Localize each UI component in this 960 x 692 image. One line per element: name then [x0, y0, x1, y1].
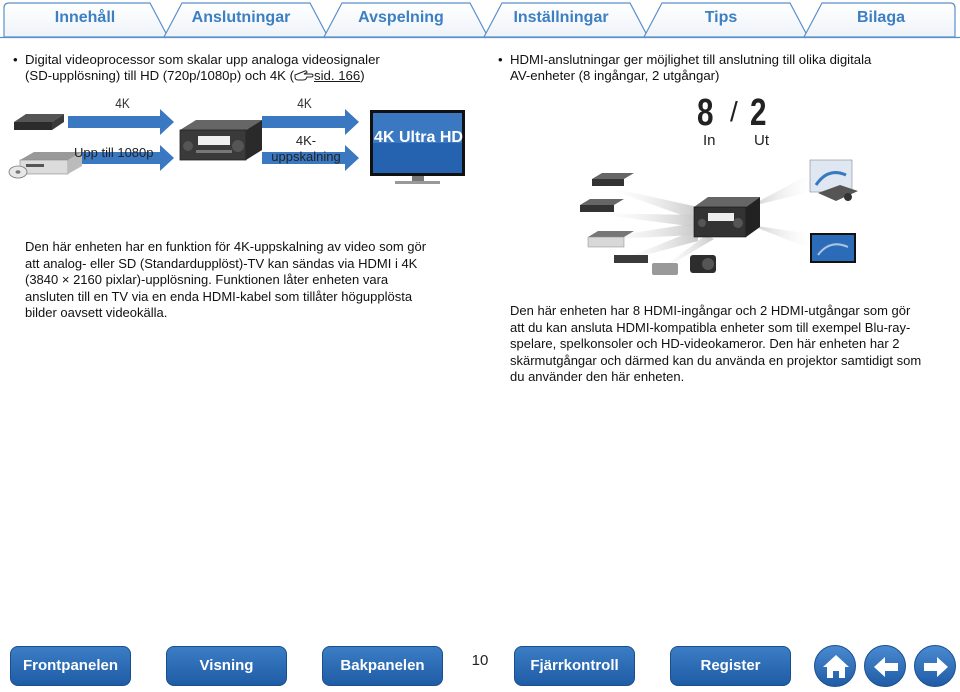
tab-shape-6 — [803, 2, 956, 38]
left-bullet-line1: Digital videoprocessor som skalar upp an… — [25, 52, 380, 67]
nav-fjarrkontroll-button[interactable]: Fjärrkontroll — [514, 646, 635, 686]
vcr-icon — [19, 152, 82, 175]
hdmi-in-label: In — [703, 132, 716, 149]
arrow-right-lower2 — [262, 145, 359, 171]
nav-frontpanelen-button[interactable]: Frontpanelen — [10, 646, 131, 686]
player-icon-2 — [580, 199, 624, 212]
tv-screen-icon — [810, 233, 856, 263]
tab-anslutningar[interactable]: Anslutningar — [191, 9, 291, 26]
right-paragraph-line: skärmutgångar och därmed kan du använda … — [510, 352, 922, 368]
arrow-right-lower — [78, 145, 174, 171]
upscale-1080p-label: Upp till 1080p — [74, 145, 154, 160]
left-bullet-line2-pre: (SD-upplösning) till HD (720p/1080p) och… — [25, 68, 295, 83]
left-paragraph-line: (3840 × 2160 pixlar)-upplösning. Funktio… — [25, 272, 389, 288]
hdmi-out-label: Ut — [754, 132, 769, 149]
player-icon-3 — [587, 231, 634, 248]
tab-bar: Innehåll Anslutningar Avspelning Inställ… — [0, 0, 960, 39]
left-paragraph-line: bilder oavsett videokälla. — [25, 305, 168, 321]
projector-icon — [818, 185, 858, 201]
page-reference-link[interactable]: sid. 166 — [314, 68, 361, 83]
center-receiver-icon — [693, 197, 760, 238]
tab-tips[interactable]: Tips — [704, 9, 738, 26]
hdmi-in-count: 8 — [697, 92, 714, 134]
player-icon-1 — [592, 173, 634, 186]
right-paragraph-line: Den här enheten har 8 HDMI-ingångar och … — [510, 303, 911, 318]
home-icon — [823, 655, 849, 678]
left-paragraph: Den här enheten har en funktion för 4K-u… — [25, 239, 465, 322]
disc-icon — [8, 165, 28, 179]
left-bullet: • Digital videoprocessor som skalar upp … — [13, 52, 465, 84]
hdmi-illustration — [580, 159, 858, 275]
bullet-dot: • — [13, 52, 18, 67]
left-bullet-line2-post: ) — [360, 68, 365, 83]
upscale-arrows — [68, 109, 359, 171]
hdmi-slash: / — [730, 96, 738, 127]
home-button[interactable] — [814, 645, 856, 687]
tab-installningar[interactable]: Inställningar — [513, 9, 609, 26]
upscaling-illustration — [8, 109, 465, 184]
left-bullet-line2: (SD-upplösning) till HD (720p/1080p) och… — [25, 68, 465, 84]
nav-bakpanelen-button[interactable]: Bakpanelen — [322, 646, 443, 686]
label-4k-b: 4K — [297, 95, 312, 111]
upscale-4k-line2: uppskalning — [271, 149, 341, 164]
hand-pointer-icon — [294, 69, 314, 81]
av-receiver-icon — [179, 120, 262, 161]
left-paragraph-line: Den här enheten har en funktion för 4K-u… — [25, 239, 427, 254]
label-4k-a: 4K — [115, 95, 130, 111]
hdmi-out-count: 2 — [750, 92, 767, 134]
next-page-button[interactable] — [914, 645, 956, 687]
arrow-left-icon — [874, 657, 898, 677]
right-bullet-line1: HDMI-anslutningar ger möjlighet till ans… — [510, 52, 872, 67]
arrow-right-upper — [68, 109, 174, 135]
left-paragraph-line: att analog- eller SD (Standardupplöst)-T… — [25, 255, 418, 271]
projector-screen-icon — [809, 159, 853, 193]
source-devices — [580, 173, 716, 275]
page-number: 10 — [471, 652, 489, 669]
player-icon-4 — [614, 255, 648, 263]
bluray-player-icon — [14, 114, 64, 130]
upscale-4k-line1: 4K- — [295, 133, 317, 148]
output-beams — [748, 175, 818, 250]
arrow-right-mid — [262, 109, 359, 135]
arrow-right-icon — [924, 657, 948, 677]
right-paragraph: Den här enheten har 8 HDMI-ingångar och … — [510, 303, 955, 386]
game-console-icon — [652, 263, 678, 275]
tab-bar-shapes — [0, 2, 960, 39]
bullet-dot: • — [498, 52, 503, 67]
output-devices — [809, 159, 858, 263]
nav-register-button[interactable]: Register — [670, 646, 791, 686]
right-paragraph-line: du använder den här enheten. — [510, 369, 685, 385]
tab-innehall[interactable]: Innehåll — [54, 9, 116, 26]
upscale-4k-label: 4K- uppskalning — [258, 133, 354, 165]
tab-shape-1 — [3, 2, 169, 38]
tv-4k-ultra-hd-text: 4K Ultra HD — [374, 129, 463, 146]
right-paragraph-line: att du kan ansluta HDMI-kompatibla enhet… — [510, 319, 911, 335]
nav-visning-button[interactable]: Visning — [166, 646, 287, 686]
right-bullet-line2: AV-enheter (8 ingångar, 2 utgångar) — [510, 68, 720, 83]
previous-page-button[interactable] — [864, 645, 906, 687]
right-bullet: • HDMI-anslutningar ger möjlighet till a… — [498, 52, 950, 84]
tv-4k-icon — [370, 110, 465, 184]
right-paragraph-line: spelare, spelkonsoler och HD-videokamero… — [510, 336, 900, 352]
camcorder-icon — [690, 255, 716, 273]
left-paragraph-line: ansluten till en TV via en enda HDMI-kab… — [25, 288, 413, 304]
tab-avspelning[interactable]: Avspelning — [358, 9, 444, 26]
tab-bilaga[interactable]: Bilaga — [856, 9, 905, 26]
